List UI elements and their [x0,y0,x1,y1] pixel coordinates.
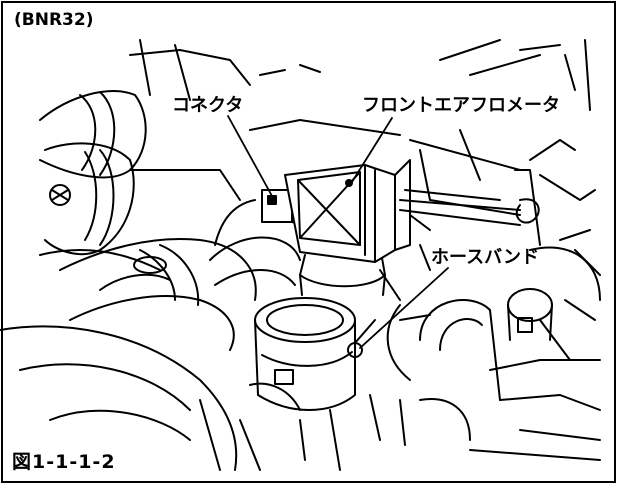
model-code-label: (BNR32) [14,10,94,30]
air-flow-meter [284,159,411,296]
callout-air-flow-meter: フロントエアフロメータ [362,95,560,116]
lower-hoses [0,236,301,471]
air-cleaner [254,297,376,411]
right-pipework [386,169,601,401]
callout-connector: コネクタ [172,95,244,116]
callout-leaders [227,115,449,349]
lower-engine-parts [199,359,601,471]
intake-ducts [39,90,241,271]
callout-hose-band: ホースバンド [431,247,539,268]
figure-caption: 図1-1-1-2 [12,451,116,473]
